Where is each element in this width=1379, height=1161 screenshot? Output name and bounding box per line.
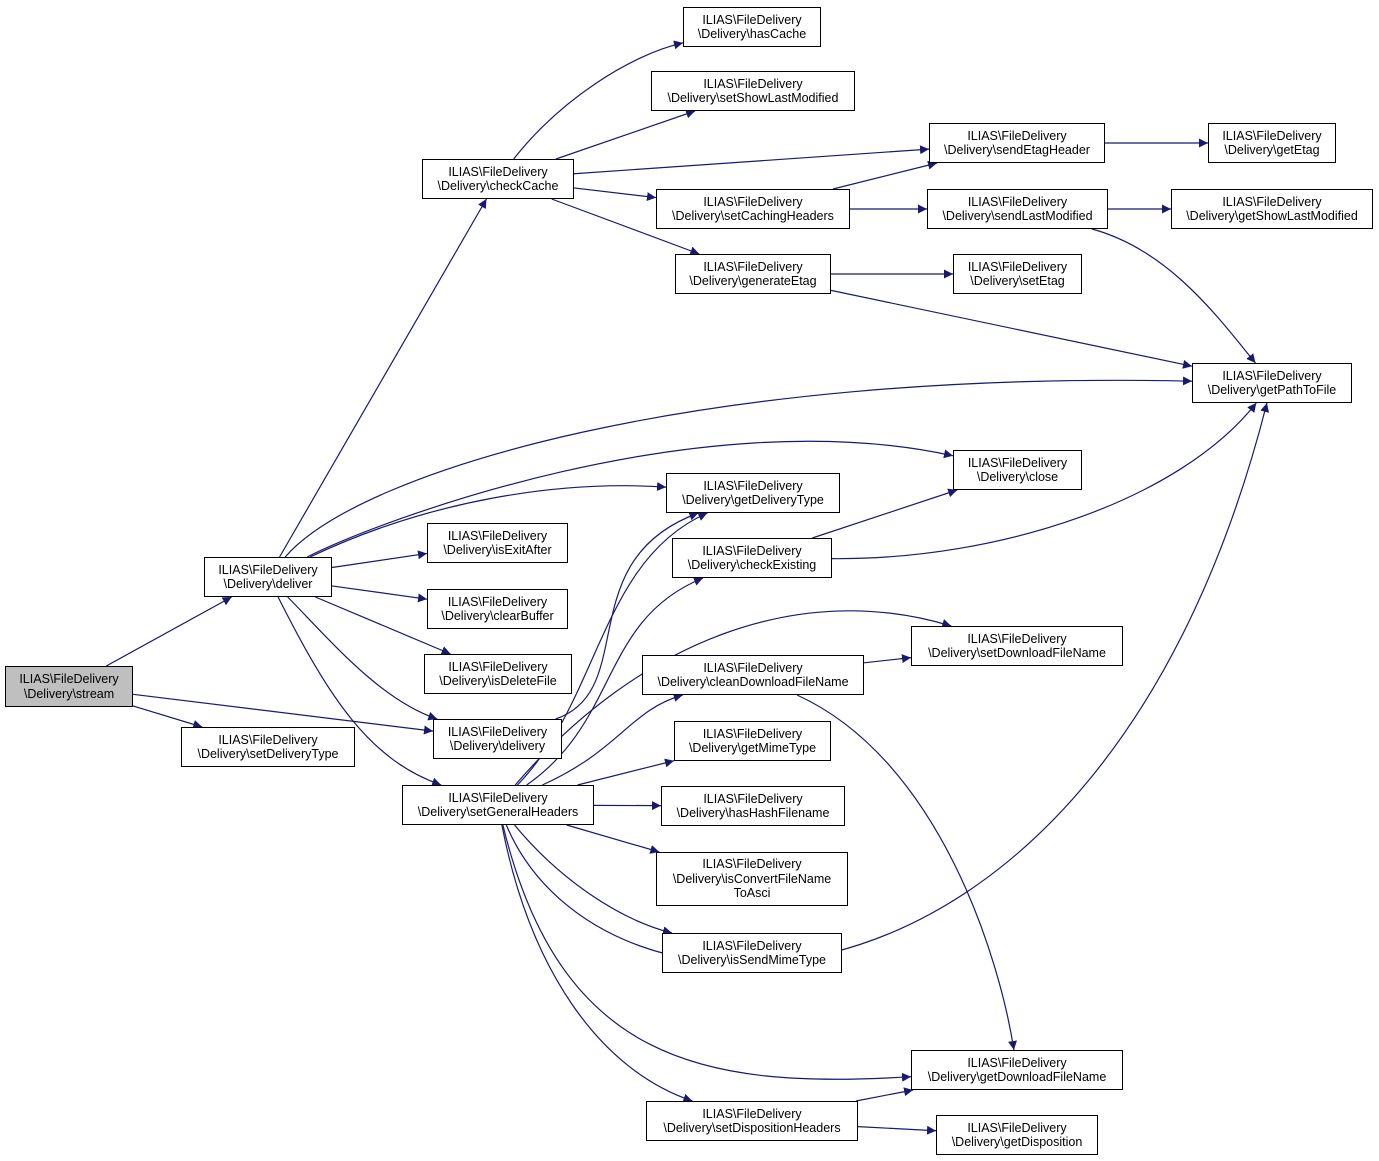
edge-setDispositionHeaders-to-getDisposition <box>857 1125 937 1135</box>
edge-stream-to-deliver <box>105 596 232 667</box>
edge-sendLastModified-to-getPathToFile <box>1091 228 1256 364</box>
edge-setGeneralHeaders-to-isConvertFileNameToAsci <box>566 824 660 854</box>
node-isConvertFileNameToAsci[interactable]: ILIAS\FileDelivery \Delivery\isConvertFi… <box>656 852 848 906</box>
edge-stream-to-setDeliveryType <box>132 705 203 729</box>
edge-deliver-to-getDeliveryType <box>309 482 667 558</box>
edge-checkExisting-to-getPathToFile <box>831 402 1257 560</box>
node-close[interactable]: ILIAS\FileDelivery \Delivery\close <box>953 450 1082 490</box>
edge-setGeneralHeaders-to-isSendMimeType <box>514 824 673 936</box>
edge-stream-to-delivery <box>132 693 434 735</box>
node-getShowLastModified[interactable]: ILIAS\FileDelivery \Delivery\getShowLast… <box>1171 189 1373 229</box>
node-getDownloadFileName[interactable]: ILIAS\FileDelivery \Delivery\getDownload… <box>911 1050 1123 1090</box>
node-checkCache[interactable]: ILIAS\FileDelivery \Delivery\checkCache <box>422 159 574 199</box>
node-delivery[interactable]: ILIAS\FileDelivery \Delivery\delivery <box>433 719 562 759</box>
edge-deliver-to-isDeleteFile <box>315 596 451 655</box>
node-setCachingHeaders[interactable]: ILIAS\FileDelivery \Delivery\setCachingH… <box>656 189 850 229</box>
edge-deliver-to-close <box>307 440 954 558</box>
node-cleanDownloadFileName[interactable]: ILIAS\FileDelivery \Delivery\cleanDownlo… <box>642 655 864 695</box>
node-hasHashFilename[interactable]: ILIAS\FileDelivery \Delivery\hasHashFile… <box>661 786 845 826</box>
node-setDispositionHeaders[interactable]: ILIAS\FileDelivery \Delivery\setDisposit… <box>646 1101 858 1141</box>
edge-generateEtag-to-getPathToFile <box>830 289 1193 369</box>
node-clearBuffer[interactable]: ILIAS\FileDelivery \Delivery\clearBuffer <box>427 589 568 629</box>
node-isDeleteFile[interactable]: ILIAS\FileDelivery \Delivery\isDeleteFil… <box>424 654 572 694</box>
node-deliver[interactable]: ILIAS\FileDelivery \Delivery\deliver <box>204 557 332 597</box>
edge-setGeneralHeaders-to-cleanDownloadFileName <box>542 693 683 786</box>
node-getDisposition[interactable]: ILIAS\FileDelivery \Delivery\getDisposit… <box>936 1115 1098 1155</box>
edge-cleanDownloadFileName-to-getDownloadFileName <box>796 694 1017 1051</box>
edge-checkCache-to-generateEtag <box>551 198 700 256</box>
node-getEtag[interactable]: ILIAS\FileDelivery \Delivery\getEtag <box>1208 123 1336 163</box>
edge-cleanDownloadFileName-to-setDownloadFileName <box>863 654 912 664</box>
edge-checkExisting-to-close <box>812 488 958 539</box>
node-getDeliveryType[interactable]: ILIAS\FileDelivery \Delivery\getDelivery… <box>666 473 840 513</box>
edge-setCachingHeaders-to-sendEtagHeader <box>832 160 938 190</box>
edge-setGeneralHeaders-to-getMimeType <box>577 758 675 786</box>
edge-setGeneralHeaders-to-setDispositionHeaders <box>501 824 693 1103</box>
node-setDeliveryType[interactable]: ILIAS\FileDelivery \Delivery\setDelivery… <box>181 727 355 767</box>
node-checkExisting[interactable]: ILIAS\FileDelivery \Delivery\checkExisti… <box>672 538 832 578</box>
edge-deliver-to-delivery <box>287 596 438 721</box>
edge-deliver-to-checkCache <box>279 198 487 558</box>
node-sendEtagHeader[interactable]: ILIAS\FileDelivery \Delivery\sendEtagHea… <box>929 123 1105 163</box>
edge-deliver-to-setGeneralHeaders <box>277 596 442 787</box>
edge-checkCache-to-setCachingHeaders <box>573 187 657 202</box>
node-isExitAfter[interactable]: ILIAS\FileDelivery \Delivery\isExitAfter <box>427 523 568 563</box>
node-setShowLastModified[interactable]: ILIAS\FileDelivery \Delivery\setShowLast… <box>651 71 855 111</box>
edge-deliver-to-isExitAfter <box>331 550 428 569</box>
edge-deliver-to-getPathToFile <box>284 376 1193 558</box>
node-setEtag[interactable]: ILIAS\FileDelivery \Delivery\setEtag <box>953 254 1082 294</box>
edge-setDispositionHeaders-to-getDownloadFileName <box>855 1087 914 1102</box>
node-getMimeType[interactable]: ILIAS\FileDelivery \Delivery\getMimeType <box>674 721 831 761</box>
node-hasCache[interactable]: ILIAS\FileDelivery \Delivery\hasCache <box>683 7 821 47</box>
node-isSendMimeType[interactable]: ILIAS\FileDelivery \Delivery\isSendMimeT… <box>662 933 842 973</box>
edge-setGeneralHeaders-to-setDownloadFileName <box>514 610 952 786</box>
node-getPathToFile[interactable]: ILIAS\FileDelivery \Delivery\getPathToFi… <box>1192 363 1352 403</box>
edge-setGeneralHeaders-to-getPathToFile <box>505 402 1270 965</box>
edge-checkCache-to-sendEtagHeader <box>573 145 930 175</box>
edge-setGeneralHeaders-to-getDownloadFileName <box>502 824 912 1082</box>
node-setDownloadFileName[interactable]: ILIAS\FileDelivery \Delivery\setDownload… <box>911 626 1123 666</box>
node-setGeneralHeaders[interactable]: ILIAS\FileDelivery \Delivery\setGeneralH… <box>402 785 594 825</box>
edge-checkCache-to-hasCache <box>513 40 684 160</box>
edge-deliver-to-clearBuffer <box>331 585 428 603</box>
edge-checkCache-to-setShowLastModified <box>555 109 696 160</box>
node-sendLastModified[interactable]: ILIAS\FileDelivery \Delivery\sendLastMod… <box>927 189 1108 229</box>
edge-delivery-to-getDeliveryType <box>555 511 699 720</box>
node-stream[interactable]: ILIAS\FileDelivery \Delivery\stream <box>5 666 133 707</box>
node-generateEtag[interactable]: ILIAS\FileDelivery \Delivery\generateEta… <box>675 254 831 294</box>
